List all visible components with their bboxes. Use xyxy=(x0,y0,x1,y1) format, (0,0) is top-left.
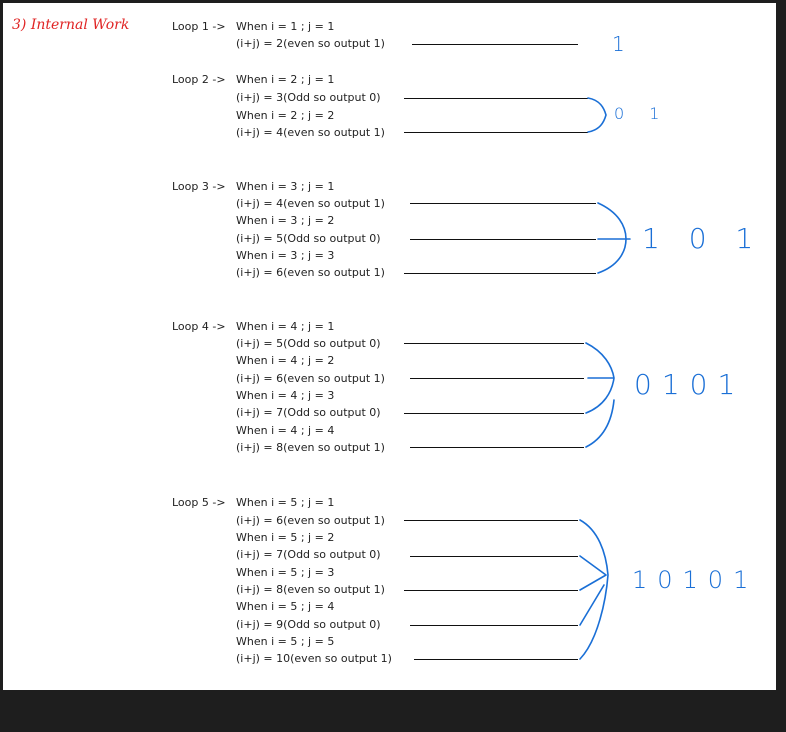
loop-5-line-10: (i+j) = 10(even so output 1) xyxy=(236,652,392,665)
loop-2-connector-2 xyxy=(404,132,588,134)
loop-5-connector-4 xyxy=(410,625,578,627)
loop-3-line-4: (i+j) = 5(Odd so output 0) xyxy=(236,232,381,245)
loop-2-result: 0 1 xyxy=(614,104,670,123)
loop-3-label: Loop 3 -> xyxy=(172,180,226,193)
loop-4-line-3: When i = 4 ; j = 2 xyxy=(236,354,335,367)
loop-5-line-7: When i = 5 ; j = 4 xyxy=(236,600,335,613)
section-heading: 3) Internal Work xyxy=(12,17,130,33)
loop-2-brace xyxy=(587,97,607,133)
loop-2-line-2: (i+j) = 3(Odd so output 0) xyxy=(236,91,381,104)
loop-5-line-8: (i+j) = 9(Odd so output 0) xyxy=(236,618,381,631)
loop-2-line-3: When i = 2 ; j = 2 xyxy=(236,109,335,122)
loop-4-brace xyxy=(585,342,615,448)
loop-5-line-9: When i = 5 ; j = 5 xyxy=(236,635,335,648)
window-frame-bottom xyxy=(0,690,786,732)
loop-4-connector-3 xyxy=(404,413,584,415)
loop-5-label: Loop 5 -> xyxy=(172,496,226,509)
loop-4-connector-1 xyxy=(404,343,584,345)
loop-5-line-1: When i = 5 ; j = 1 xyxy=(236,496,335,509)
loop-4-line-2: (i+j) = 5(Odd so output 0) xyxy=(236,337,381,350)
loop-4-line-6: (i+j) = 7(Odd so output 0) xyxy=(236,406,381,419)
window-frame-right xyxy=(776,0,786,732)
loop-5-connector-2 xyxy=(410,556,578,558)
loop-3-connector-3 xyxy=(404,273,596,275)
loop-3-line-6: (i+j) = 6(even so output 1) xyxy=(236,266,385,279)
loop-5-connector-1 xyxy=(404,520,578,522)
loop-1-result: 1 xyxy=(612,32,635,56)
loop-2-line-1: When i = 2 ; j = 1 xyxy=(236,73,335,86)
loop-4-connector-4 xyxy=(410,447,584,449)
loop-5-brace xyxy=(579,519,609,660)
loop-1-line-2: (i+j) = 2(even so output 1) xyxy=(236,37,385,50)
loop-3-connector-2 xyxy=(410,239,596,241)
loop-1-label: Loop 1 -> xyxy=(172,20,226,33)
loop-2-line-4: (i+j) = 4(even so output 1) xyxy=(236,126,385,139)
loop-3-line-3: When i = 3 ; j = 2 xyxy=(236,214,335,227)
loop-4-connector-2 xyxy=(410,378,584,380)
loop-3-connector-1 xyxy=(410,203,596,205)
loop-3-result: 1 0 1 xyxy=(642,222,764,255)
loop-4-line-7: When i = 4 ; j = 4 xyxy=(236,424,335,437)
loop-5-connector-5 xyxy=(414,659,578,661)
loop-4-line-5: When i = 4 ; j = 3 xyxy=(236,389,335,402)
loop-5-result: 10101 xyxy=(632,566,759,594)
loop-3-line-2: (i+j) = 4(even so output 1) xyxy=(236,197,385,210)
loop-1-line-1: When i = 1 ; j = 1 xyxy=(236,20,335,33)
loop-3-brace xyxy=(597,202,631,274)
loop-4-line-1: When i = 4 ; j = 1 xyxy=(236,320,335,333)
loop-4-result: 0101 xyxy=(634,368,746,401)
loop-5-line-6: (i+j) = 8(even so output 1) xyxy=(236,583,385,596)
loop-3-line-5: When i = 3 ; j = 3 xyxy=(236,249,335,262)
loop-5-line-3: When i = 5 ; j = 2 xyxy=(236,531,335,544)
loop-5-connector-3 xyxy=(404,590,578,592)
loop-4-line-8: (i+j) = 8(even so output 1) xyxy=(236,441,385,454)
loop-4-label: Loop 4 -> xyxy=(172,320,226,333)
loop-4-line-4: (i+j) = 6(even so output 1) xyxy=(236,372,385,385)
loop-1-connector-1 xyxy=(412,44,578,46)
window-frame-top xyxy=(0,0,786,3)
window-frame-left xyxy=(0,0,3,732)
loop-2-connector-1 xyxy=(404,98,588,100)
loop-5-line-5: When i = 5 ; j = 3 xyxy=(236,566,335,579)
loop-5-line-4: (i+j) = 7(Odd so output 0) xyxy=(236,548,381,561)
loop-3-line-1: When i = 3 ; j = 1 xyxy=(236,180,335,193)
loop-2-label: Loop 2 -> xyxy=(172,73,226,86)
loop-5-line-2: (i+j) = 6(even so output 1) xyxy=(236,514,385,527)
